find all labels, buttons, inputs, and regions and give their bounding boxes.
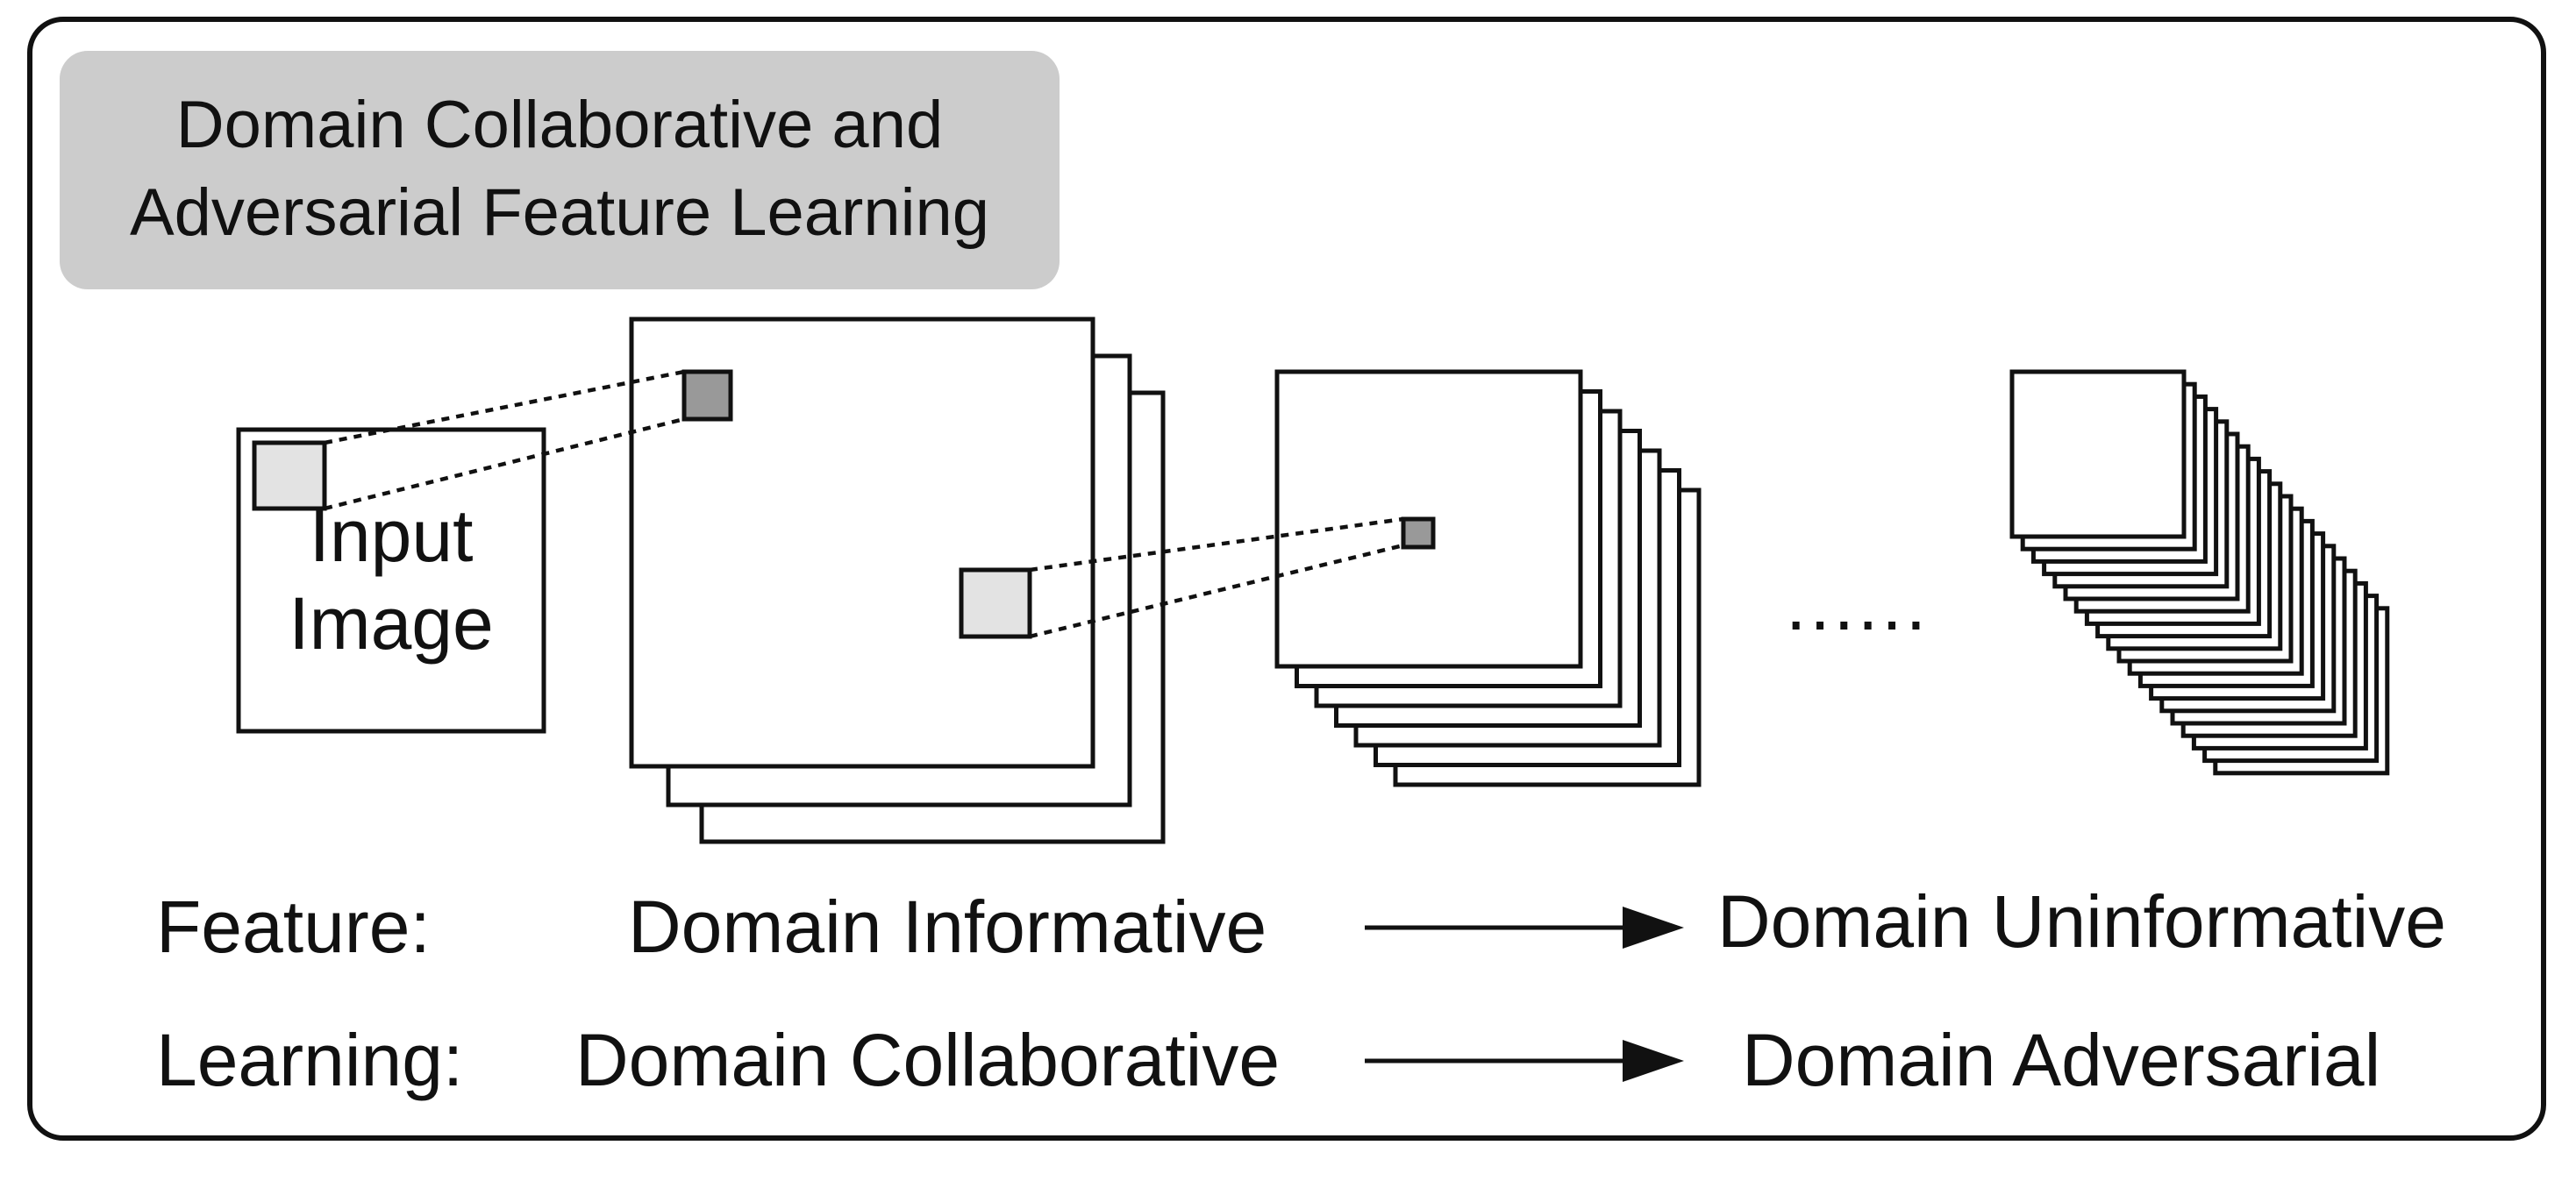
learning-row-from: Domain Collaborative (575, 1019, 1280, 1101)
input-label-line-2: Image (289, 582, 493, 665)
receptive-field-line (1029, 516, 1404, 573)
feature-row-to: Domain Uninformative (1717, 880, 2446, 963)
feature-maps-deep-layer (2009, 369, 2390, 776)
input-patch (252, 440, 327, 511)
receptive-field-line (324, 369, 685, 445)
feature-maps-layer-1 (629, 317, 1166, 844)
input-label-line-1: Input (310, 494, 474, 577)
learning-arrow-head (1623, 1040, 1684, 1082)
layer-1-patch (959, 567, 1032, 639)
layer-2-unit (1401, 516, 1436, 550)
receptive-field-lines (324, 369, 1404, 639)
title-line-1: Domain Collaborative and (176, 88, 943, 162)
ellipsis: ...... (1786, 563, 1930, 645)
layer-1-unit (681, 369, 733, 422)
input-image: Input Image (236, 427, 546, 734)
learning-row: Learning: Domain Collaborative Domain Ad… (156, 1019, 2380, 1101)
feature-arrow-head (1623, 907, 1684, 949)
receptive-field-line (324, 416, 685, 511)
learning-row-label: Learning: (156, 1019, 463, 1101)
feature-map (2009, 369, 2187, 539)
feature-maps-layer-2 (1274, 369, 1702, 787)
feature-row: Feature: Domain Informative Domain Uninf… (156, 880, 2446, 968)
title-line-2: Adversarial Feature Learning (130, 175, 989, 250)
feature-row-label: Feature: (156, 886, 431, 968)
learning-row-to: Domain Adversarial (1742, 1019, 2380, 1101)
feature-row-from: Domain Informative (628, 886, 1267, 968)
receptive-field-line (1029, 543, 1404, 639)
title-box: Domain Collaborative and Adversarial Fea… (60, 51, 1060, 289)
